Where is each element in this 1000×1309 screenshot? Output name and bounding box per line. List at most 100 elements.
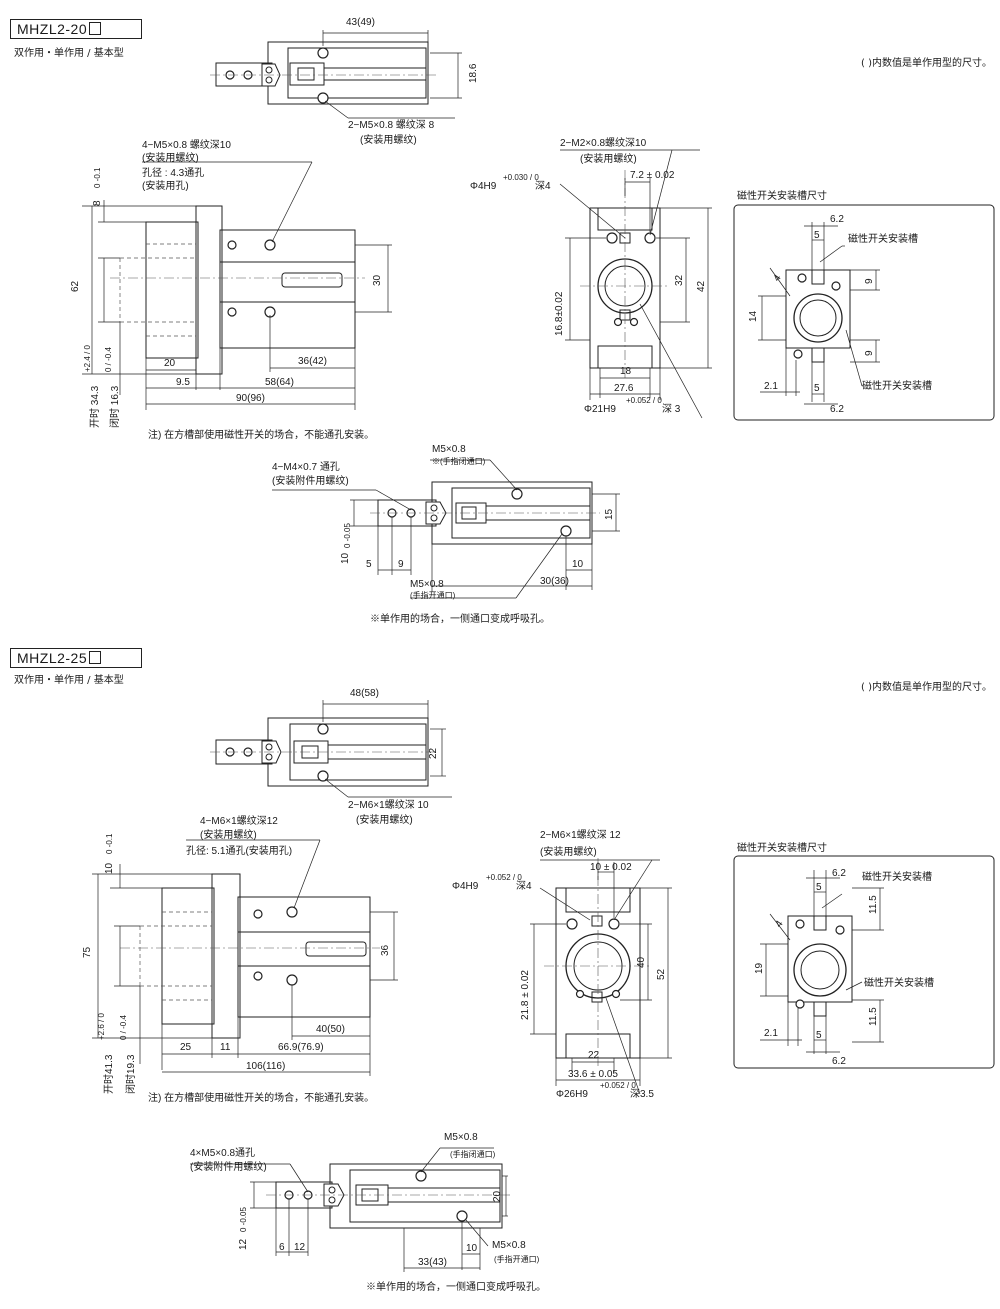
dim-75: 75 [82, 946, 93, 958]
dim-10-25b: 10 [466, 1243, 478, 1254]
dim-27-6: 27.6 [614, 383, 634, 394]
dim-43: 43(49) [346, 17, 375, 28]
side-note-25: 注) 在方槽部使用磁性开关的场合，不能通孔安装。 [148, 1091, 374, 1104]
bottom-view-25 [190, 1147, 512, 1272]
dim-40-25: 40 [636, 956, 647, 968]
dim-33-43: 33(43) [418, 1257, 447, 1268]
side-label-3-25: 孔径: 5.1通孔(安装用孔) [186, 844, 292, 857]
sw-dim-14: 14 [748, 310, 759, 322]
note-right-2: ( )内数值是单作用型的尺寸。 [861, 682, 992, 693]
dim-40-50: 40(50) [316, 1024, 345, 1035]
side-label-1-25: 4−M6×1螺纹深12 [200, 814, 278, 827]
dim-16-8: 16.8±0.02 [554, 291, 565, 336]
dim-58-64: 58(64) [265, 377, 294, 388]
dim-30: 30 [372, 274, 383, 286]
dim-15: 15 [604, 508, 615, 520]
bottom-label-1: 4−M4×0.7 通孔 [272, 461, 340, 473]
bottom-note: ※单作用的场合，一侧通口变成呼吸孔。 [370, 612, 550, 625]
side-label-3: 孔径 : 4.3通孔 [142, 166, 204, 179]
front-label-1-25: 2−M6×1螺纹深 12 [540, 828, 621, 841]
side-label-2: (安装用螺纹) [142, 151, 199, 164]
dim-12v: 12 [238, 1238, 249, 1250]
model-title-2: MHZL2-25 [10, 648, 142, 668]
front-label-1: 2−M2×0.8螺纹深10 [560, 136, 647, 149]
sw25-dim-2-1: 2.1 [764, 1028, 778, 1039]
bottom-view-20 [272, 459, 620, 599]
dim-62: 62 [70, 280, 81, 292]
dim-48-58: 48(58) [350, 688, 379, 699]
front-view-20 [559, 149, 712, 419]
bottom-label-1-25: 4×M5×0.8通孔 [190, 1147, 255, 1159]
open-stroke-25: 开时41.3 [103, 1054, 115, 1094]
top-label-2: (安装用螺纹) [360, 133, 417, 146]
sw-dim-6-2b: 6.2 [830, 404, 844, 415]
dim-12v-tol: 0 -0.05 [239, 1207, 248, 1232]
phi21-depth: 深 3 [662, 403, 681, 415]
dim-42: 42 [696, 280, 707, 292]
sw-label-a: 磁性开关安装槽 [848, 232, 918, 245]
m5b-note-25: (手指开通口) [494, 1254, 540, 1264]
top-label-1: 2−M5×0.8 螺纹深 8 [348, 118, 435, 131]
m5b-label-25: M5×0.8 [492, 1240, 526, 1251]
m5a-label-25: M5×0.8 [444, 1132, 478, 1143]
sw-label-b: 磁性开关安装槽 [862, 379, 932, 392]
model-name-2: MHZL2-25 [17, 650, 88, 666]
dim-10v: 10 [340, 552, 351, 564]
dim-11: 11 [220, 1042, 231, 1053]
phi4-depth: 深4 [535, 180, 551, 192]
model-name-1: MHZL2-20 [17, 21, 88, 37]
sw25-dim-11-5a: 11.5 [868, 895, 879, 914]
dim-25: 25 [180, 1042, 192, 1053]
bottom-label-2-25: (安装附件用螺纹) [190, 1160, 267, 1173]
subtitle-1: 双作用・单作用 / 基本型 [14, 48, 124, 59]
sw25-dim-4: 4 [773, 918, 785, 929]
dim-12: 12 [294, 1242, 306, 1253]
dim-8: 8 [92, 200, 103, 206]
square-box-icon [89, 22, 102, 35]
dim-6: 6 [279, 1242, 285, 1253]
side-note: 注) 在方槽部使用磁性开关的场合，不能通孔安装。 [148, 428, 374, 441]
sw-dim-4: 4 [771, 272, 783, 283]
side-label-1: 4−M5×0.8 螺纹深10 [142, 138, 231, 151]
m5b-note: (手指开通口) [410, 590, 456, 600]
front-label-2: (安装用螺纹) [580, 152, 637, 165]
dim-18: 18 [620, 366, 632, 377]
dim-30-36: 30(36) [540, 576, 569, 587]
closed-stroke-25: 闭时19.3 [124, 1054, 137, 1094]
side-view-20 [82, 161, 392, 410]
dim-7-2: 7.2 ± 0.02 [630, 170, 675, 181]
dim-10v-tol: 0 -0.05 [343, 523, 352, 548]
dim-22-25: 22 [588, 1050, 600, 1061]
front-view-25 [530, 858, 672, 1095]
phi26-depth: 深3.5 [630, 1088, 654, 1100]
dim-10-02: 10 ± 0.02 [590, 862, 632, 873]
phi21-tol: +0.052 / 0 [626, 396, 662, 405]
sw-dim-9a: 9 [864, 278, 875, 284]
dim-52: 52 [656, 968, 667, 980]
bottom-label-2: (安装附件用螺纹) [272, 474, 349, 487]
dim-32: 32 [674, 274, 685, 286]
note-right-1: ( )内数值是单作用型的尺寸。 [861, 58, 992, 69]
side-label-2-25: (安装用螺纹) [200, 828, 257, 841]
switch-slot-box-20 [733, 204, 995, 421]
phi4-tol-25: +0.052 / 0 [486, 873, 522, 882]
sw25-dim-6-2a: 6.2 [832, 868, 846, 879]
subtitle-2: 双作用・单作用 / 基本型 [14, 675, 124, 686]
closed-stroke: 闭时 16.3 [108, 385, 121, 428]
dim-10-25: 10 [104, 862, 115, 874]
open-stroke: 开时 34.3 [89, 385, 101, 428]
sw-dim-5a: 5 [814, 230, 820, 241]
dim-9: 9 [398, 559, 404, 570]
top-view-20 [210, 30, 462, 119]
dim-20: 20 [164, 358, 176, 369]
dim-36-42: 36(42) [298, 356, 327, 367]
phi4-tol: +0.030 / 0 [503, 173, 539, 182]
square-box-icon [89, 651, 102, 664]
sw25-dim-19: 19 [754, 962, 765, 974]
m5a-note-25: (手指闭通口) [450, 1149, 496, 1159]
top-label-1-25: 2−M6×1螺纹深 10 [348, 798, 429, 811]
phi4-depth-25: 深4 [516, 880, 532, 892]
model-title-1: MHZL2-20 [10, 19, 142, 39]
dim-10-tol-25: 0 -0.1 [105, 833, 114, 854]
